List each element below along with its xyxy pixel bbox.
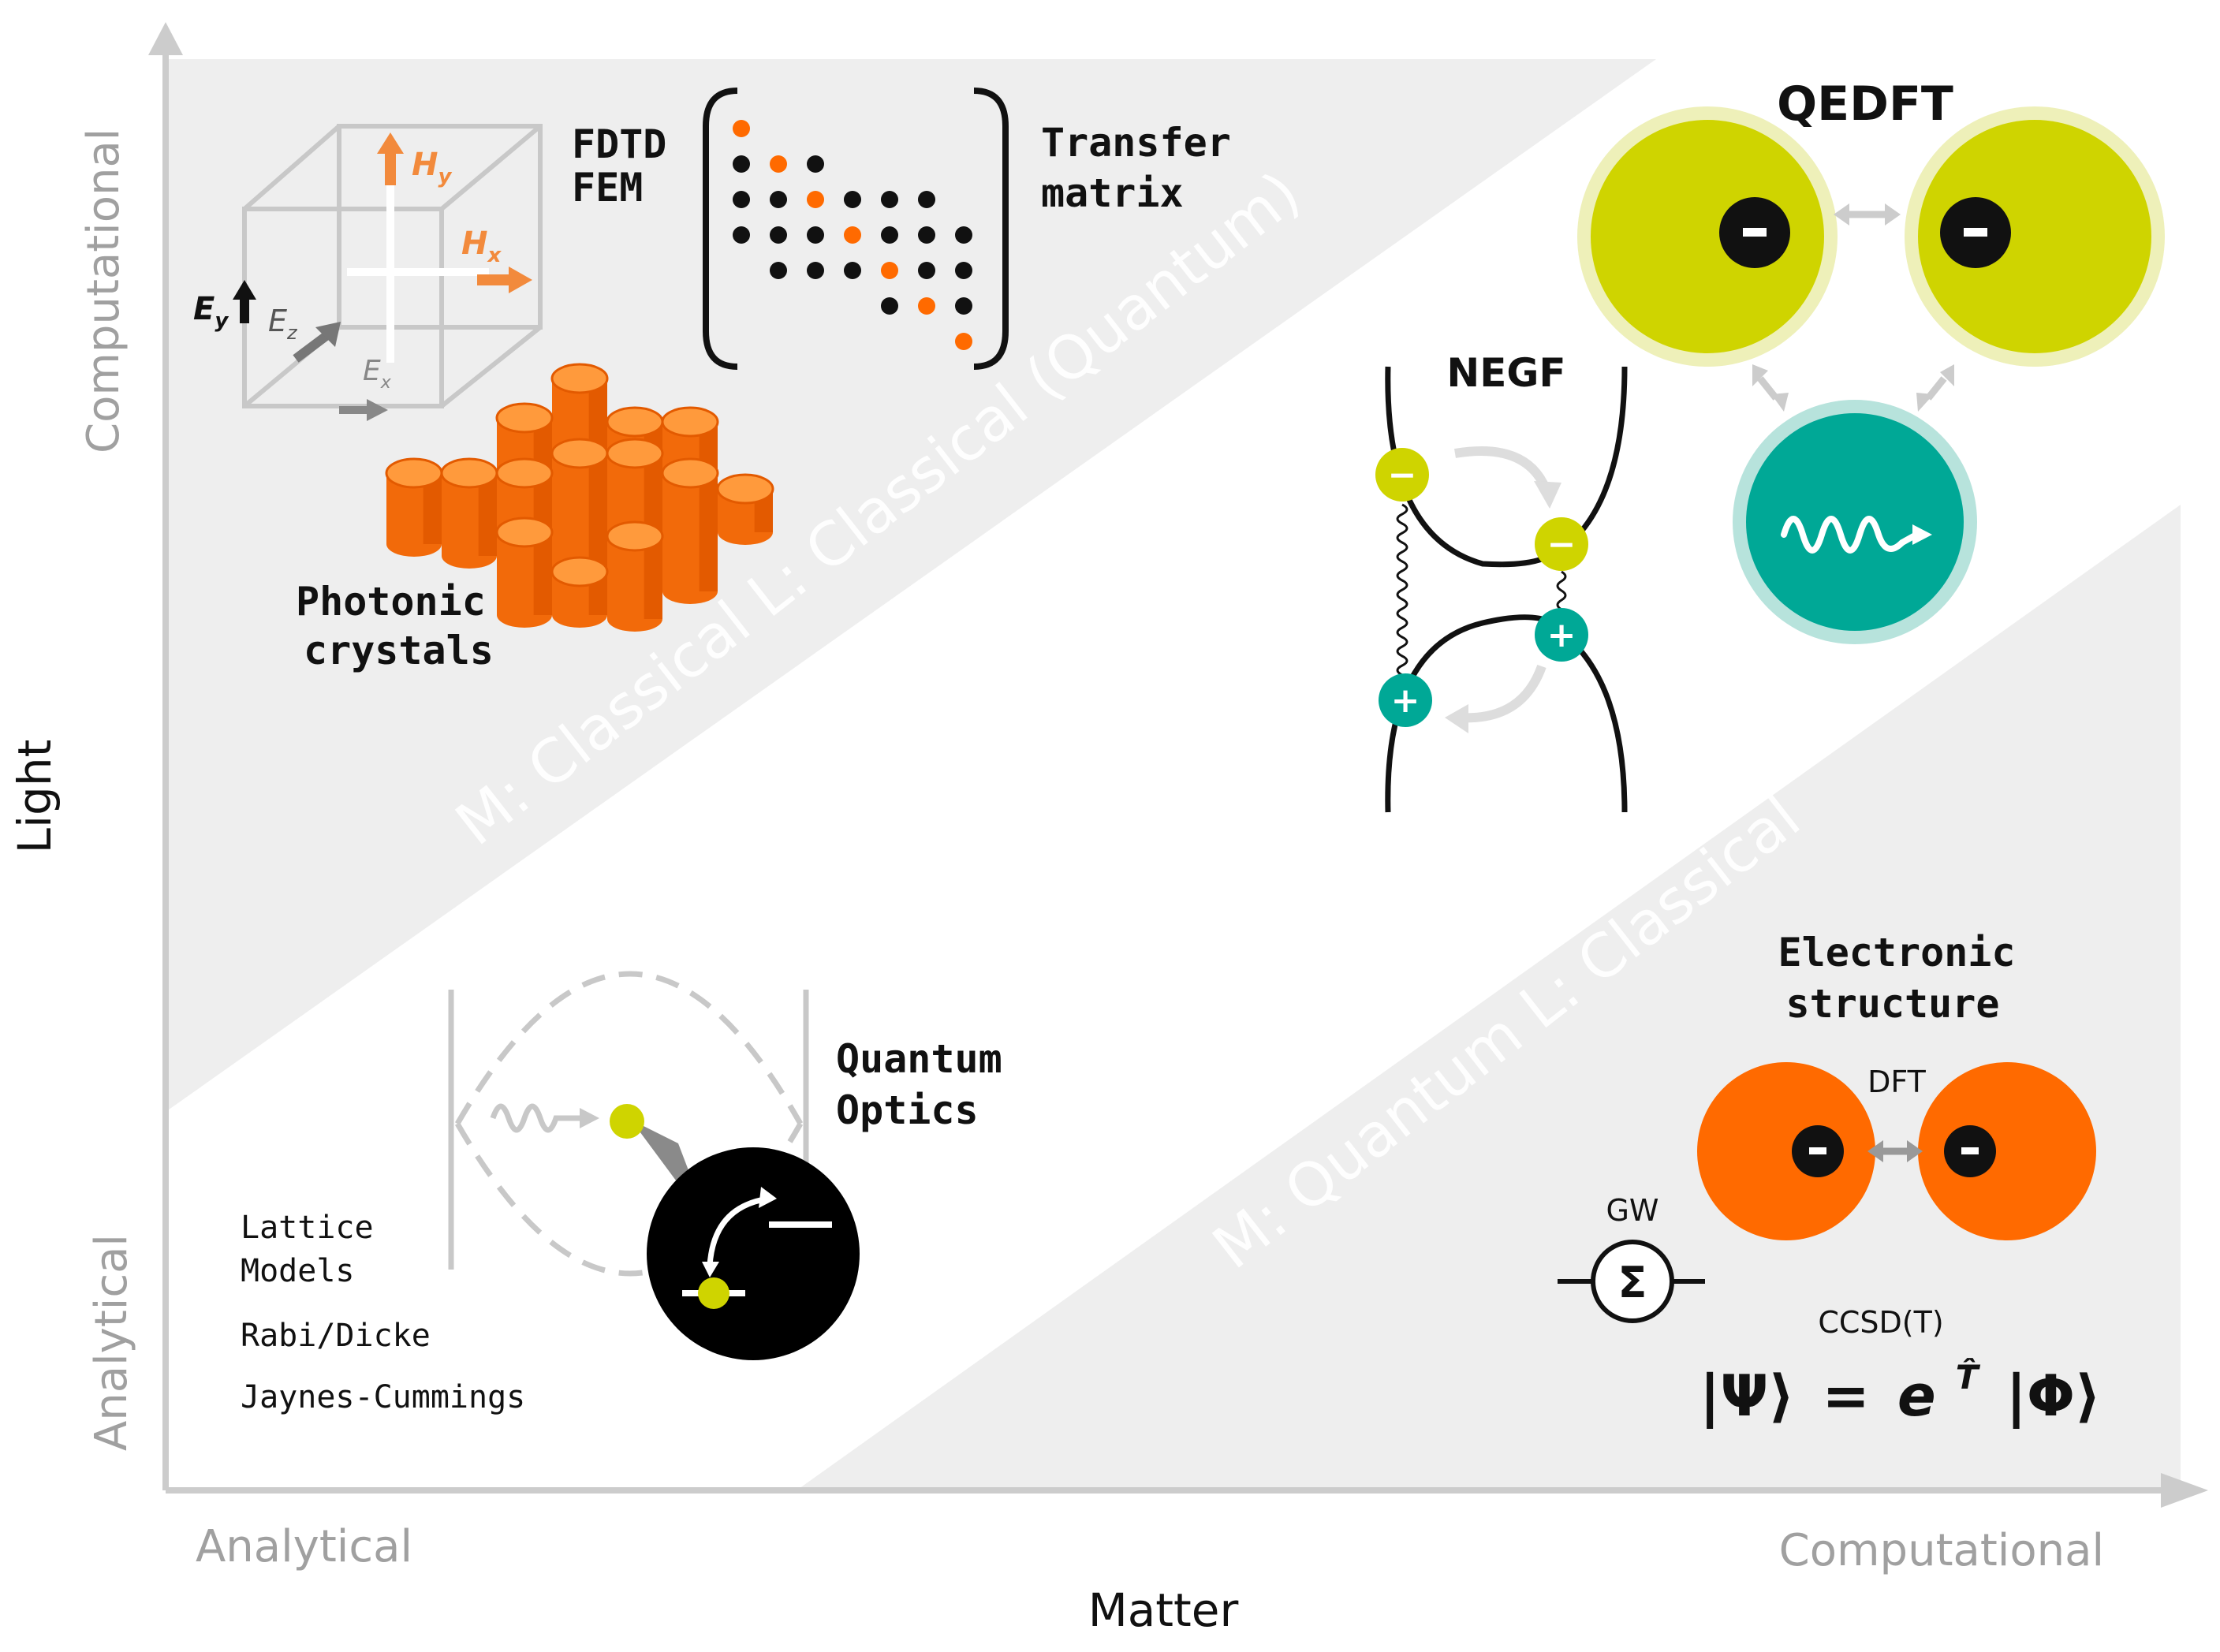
qedft-label: QEDFT [1777, 76, 1953, 132]
matrix-dot [733, 226, 750, 244]
matrix-dot [770, 155, 787, 173]
matrix-dot [881, 226, 898, 244]
negf-icon: − − + + [1375, 366, 1628, 813]
field-arrows [233, 132, 532, 421]
matrix-dot [844, 262, 861, 279]
svg-text:Hx: Hx [461, 226, 502, 267]
photonic-pillar [440, 457, 498, 569]
sigma-symbol: Σ [1618, 1258, 1647, 1307]
matrix-dot [918, 262, 935, 279]
matrix-dot [770, 262, 787, 279]
dft-label: DFT [1867, 1065, 1926, 1099]
svg-text:|Ψ⟩ = e T̂: |Ψ⟩ = e T̂ |Φ⟩ [1700, 1336, 2101, 1430]
photonic-pillar [716, 473, 774, 545]
negf-label: NEGF [1446, 350, 1565, 396]
lower-gray-region [797, 505, 2181, 1490]
negf-charge-plus-1: + [1547, 615, 1576, 655]
matrix-dot [918, 297, 935, 315]
quantum-optics-label-2: Optics [836, 1087, 979, 1133]
x-axis-title: Matter [1088, 1583, 1239, 1637]
lattice-models-label-2: Models [241, 1253, 355, 1289]
formula-equals: = [1822, 1363, 1869, 1429]
formula-phi-ket: |Φ⟩ [2006, 1363, 2101, 1430]
matrix-dot [844, 226, 861, 244]
matrix-dot [881, 191, 898, 208]
x-axis-high: Computational [1779, 1525, 2104, 1576]
matrix-dot [770, 191, 787, 208]
fem-label: FEM [572, 165, 643, 211]
matrix-dot [955, 297, 972, 315]
ccsdt-label: CCSD(T) [1818, 1305, 1943, 1340]
transfer-matrix-icon [703, 88, 1009, 370]
matrix-dot [733, 120, 750, 137]
matrix-dot [807, 226, 824, 244]
matrix-dot [955, 262, 972, 279]
negf-charge-minus-2: − [1547, 524, 1576, 565]
photonic-pillar [385, 457, 443, 557]
formula-exp-base: e [1897, 1363, 1936, 1429]
matrix-dot [918, 191, 935, 208]
y-axis-title: Light [8, 740, 62, 854]
svg-text:Ex: Ex [363, 355, 392, 393]
negf-charge-minus-1: − [1388, 455, 1417, 495]
axes [148, 22, 2208, 1508]
coupled-cluster-formula: |Ψ⟩ = e T̂ |Φ⟩ [1700, 1336, 2101, 1430]
matrix-dot [770, 226, 787, 244]
svg-text:Hy: Hy [412, 147, 452, 188]
photonic-pillar [661, 457, 719, 604]
svg-text:Ez: Ez [268, 304, 298, 344]
transfer-matrix-label-2: matrix [1041, 170, 1184, 216]
matrix-dot [955, 226, 972, 244]
matrix-dot [918, 226, 935, 244]
quantum-optics-label-1: Quantum [836, 1036, 1002, 1082]
two-level-system-icon [647, 1147, 860, 1360]
svg-text:Ey: Ey [193, 291, 229, 333]
electronic-structure-label-2: structure [1786, 981, 2000, 1027]
matrix-dot [807, 262, 824, 279]
matrix-dot [881, 262, 898, 279]
photonic-pillar [550, 556, 609, 628]
matrix-dot [733, 155, 750, 173]
dft-icon [1697, 1062, 2096, 1240]
matrix-dot [807, 155, 824, 173]
photonic-crystals-label-1: Photonic [296, 579, 486, 625]
lattice-models-label-1: Lattice [241, 1210, 374, 1246]
transfer-matrix-label-1: Transfer [1041, 120, 1231, 166]
photon-wave-icon [1781, 516, 1920, 554]
electronic-structure-label-1: Electronic [1778, 930, 2015, 975]
matrix-dot [807, 191, 824, 208]
photonic-crystals-label-2: crystals [304, 628, 494, 673]
qedft-icon [1577, 106, 2165, 644]
y-axis-low: Analytical [86, 1234, 137, 1451]
matrix-dot [881, 297, 898, 315]
fdtd-label: FDTD [572, 121, 666, 167]
atom-icon [610, 1104, 644, 1139]
formula-psi-ket: |Ψ⟩ [1700, 1363, 1794, 1430]
matrix-dot [955, 333, 972, 350]
gw-sigma-icon: Σ [1558, 1240, 1705, 1323]
formula-exp-power: T̂ [1956, 1357, 1981, 1397]
rabi-dicke-label: Rabi/Dicke [241, 1318, 431, 1354]
photonic-crystal-icon [385, 363, 774, 632]
x-axis-low: Analytical [196, 1521, 412, 1572]
fdtd-cube-icon [242, 124, 543, 408]
photonic-pillar [495, 516, 554, 628]
jaynes-cummings-label: Jaynes-Cummings [241, 1379, 525, 1415]
matrix-dot [844, 191, 861, 208]
negf-charge-plus-2: + [1391, 681, 1420, 721]
photonic-pillar [606, 520, 664, 632]
cube-field-labels: Hy Hx Ey Ez Ex [193, 147, 502, 393]
y-axis-high: Computational [78, 129, 129, 453]
quantum-optics-cavity-icon [448, 971, 860, 1360]
matrix-dot [733, 191, 750, 208]
gw-label: GW [1606, 1193, 1658, 1228]
